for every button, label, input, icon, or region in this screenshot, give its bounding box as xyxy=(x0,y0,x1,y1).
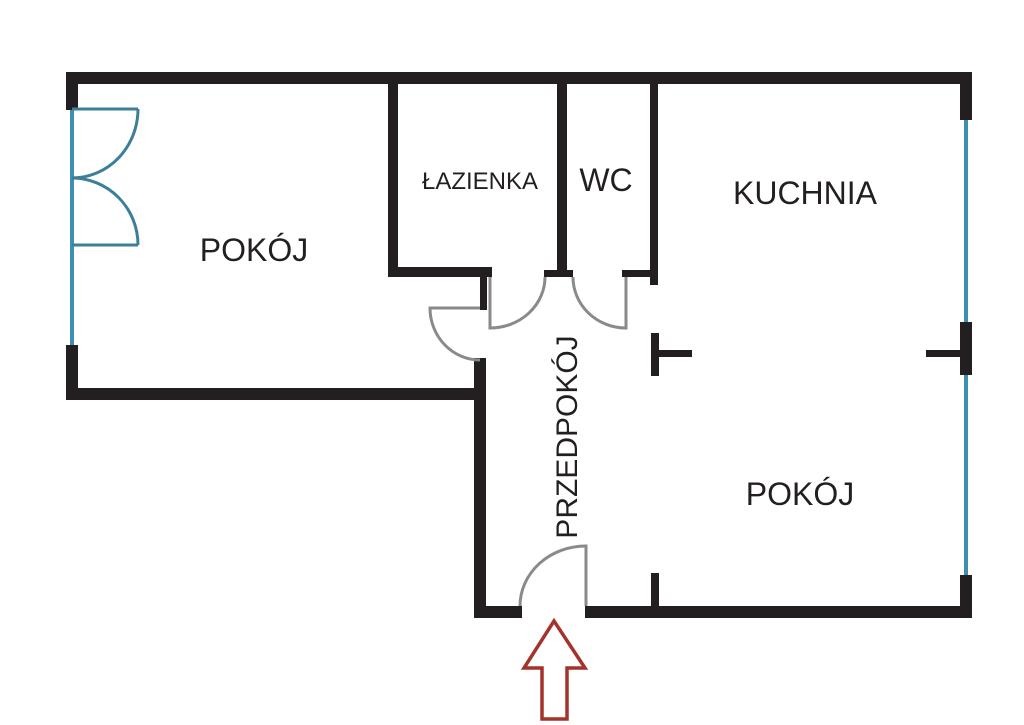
door-wc xyxy=(571,276,628,330)
entrance-arrow-icon xyxy=(520,617,589,721)
room-label-lazienka: ŁAZIENKA xyxy=(422,168,538,195)
wall-lazienka-left xyxy=(388,84,398,277)
wall-wc-foot xyxy=(622,270,658,277)
room-label-pokoj-right: POKÓJ xyxy=(746,476,854,512)
wall-left-room-bottom xyxy=(66,388,486,400)
doors xyxy=(428,276,628,607)
wall-kitchen-t-horizontal xyxy=(655,350,692,357)
wall-bottom-stub xyxy=(651,573,659,609)
wardrobe xyxy=(71,107,140,247)
wall-left-lower xyxy=(66,345,78,400)
wall-lazienka-bottom xyxy=(388,267,492,277)
room-label-przedpokoj: PRZEDPOKÓJ xyxy=(551,335,584,538)
wall-right-top xyxy=(960,72,972,120)
wall-bottom-left xyxy=(474,606,522,618)
wall-right-t-horizontal xyxy=(926,350,960,357)
wall-wc-right xyxy=(650,84,658,285)
wall-top xyxy=(66,72,972,84)
walls xyxy=(66,72,972,618)
wall-left-upper xyxy=(66,72,78,110)
wall-corridor-left xyxy=(474,358,486,618)
wall-lazienka-wc xyxy=(557,84,567,277)
door-left-room xyxy=(428,306,481,362)
wall-bottom-right xyxy=(585,606,972,618)
wardrobe-door-arc-top xyxy=(71,108,140,180)
door-entrance xyxy=(518,544,588,607)
door-lazienka xyxy=(488,276,547,330)
wall-lazienka-wc-foot xyxy=(544,270,573,277)
wall-right-mid xyxy=(960,322,972,375)
wardrobe-door-arc-bottom xyxy=(71,176,140,246)
room-label-pokoj-left: POKÓJ xyxy=(200,232,308,268)
wall-right-bottom xyxy=(960,575,972,618)
room-label-wc: WC xyxy=(579,162,632,198)
room-label-kuchnia: KUCHNIA xyxy=(733,175,878,211)
windows xyxy=(70,110,968,575)
wall-stub-corridor xyxy=(480,267,487,310)
